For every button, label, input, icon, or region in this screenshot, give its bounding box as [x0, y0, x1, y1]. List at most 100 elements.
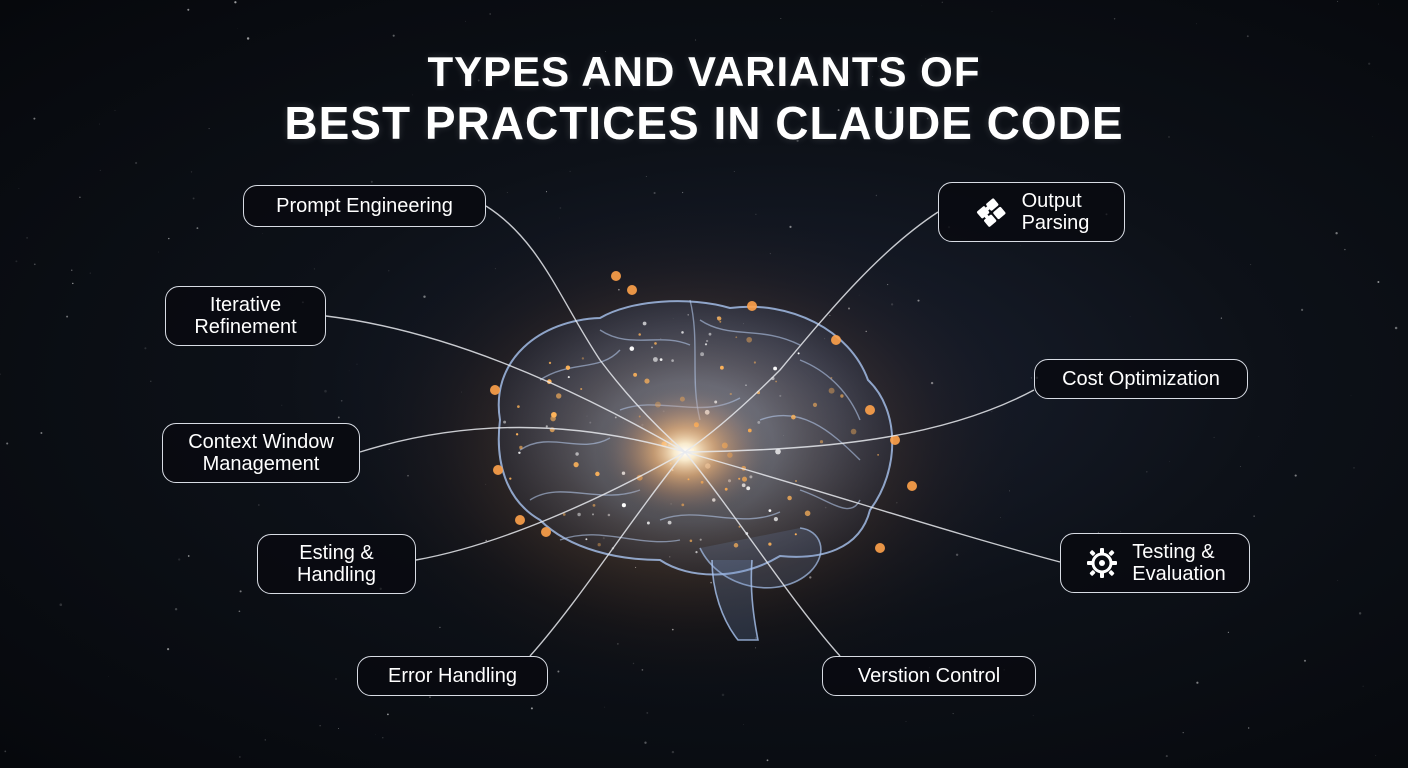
- node-label: Context Window Management: [188, 431, 334, 475]
- star: [875, 194, 878, 197]
- star: [33, 263, 36, 266]
- star: [1335, 232, 1338, 235]
- connector-output-parsing: [684, 211, 939, 453]
- star: [618, 56, 622, 60]
- neuron-spark: [850, 428, 857, 435]
- neuron-spark: [567, 376, 570, 379]
- node-context-window-management[interactable]: Context Window Management: [162, 423, 360, 483]
- star: [190, 171, 193, 173]
- node-esting-handling[interactable]: Esting & Handling: [257, 534, 416, 594]
- star: [4, 750, 7, 753]
- node-verstion-control[interactable]: Verstion Control: [822, 656, 1036, 696]
- star: [238, 610, 241, 613]
- star: [650, 119, 653, 121]
- node-output-parsing[interactable]: Output Parsing: [938, 182, 1125, 242]
- star: [319, 725, 321, 727]
- neuron-spark: [667, 520, 672, 525]
- neuron-spark: [644, 378, 650, 384]
- star: [382, 737, 384, 739]
- glow-node: [515, 515, 525, 525]
- glow-node: [611, 271, 621, 281]
- star: [1371, 136, 1373, 137]
- star: [1031, 122, 1033, 124]
- star: [1213, 436, 1215, 438]
- node-prompt-engineering[interactable]: Prompt Engineering: [243, 185, 486, 227]
- connector-cost-optimization: [684, 389, 1035, 453]
- star: [796, 139, 799, 142]
- neuron-spark: [545, 425, 548, 428]
- glow-node: [890, 435, 900, 445]
- star: [33, 117, 36, 120]
- star: [1294, 474, 1297, 477]
- neuron-spark: [548, 361, 552, 365]
- neuron-spark: [653, 357, 658, 362]
- star: [264, 739, 266, 741]
- neuron-spark: [651, 346, 653, 349]
- star: [1112, 104, 1114, 106]
- star: [196, 227, 199, 230]
- node-error-handling[interactable]: Error Handling: [357, 656, 548, 696]
- neuron-spark: [828, 387, 835, 394]
- star: [89, 272, 91, 274]
- star: [1168, 136, 1170, 138]
- star: [281, 404, 283, 406]
- star: [1337, 0, 1339, 2]
- star: [167, 648, 170, 651]
- neuron-spark: [840, 394, 844, 398]
- star: [877, 65, 880, 67]
- neuron-spark: [689, 539, 693, 543]
- glow-node: [907, 481, 917, 491]
- neuron-spark: [642, 321, 647, 326]
- star: [506, 192, 508, 193]
- star: [1220, 317, 1223, 319]
- node-iterative-refinement[interactable]: Iterative Refinement: [165, 286, 326, 346]
- neuron-spark: [708, 332, 712, 336]
- node-label: Testing & Evaluation: [1132, 541, 1226, 585]
- star: [534, 68, 537, 71]
- star: [1377, 281, 1380, 283]
- neuron-spark: [797, 352, 800, 355]
- star: [945, 120, 947, 123]
- star: [991, 10, 993, 12]
- neuron-spark: [745, 384, 747, 387]
- neuron-spark: [877, 454, 879, 456]
- neuron-spark: [659, 358, 663, 361]
- glow-node: [875, 543, 885, 553]
- star: [1120, 531, 1122, 533]
- neuron-spark: [738, 525, 741, 528]
- neuron-spark: [517, 405, 520, 408]
- star: [192, 197, 195, 200]
- star: [1253, 515, 1255, 517]
- star: [671, 750, 675, 754]
- star: [392, 34, 395, 37]
- glow-node: [865, 405, 875, 415]
- connector-prompt-engineering: [485, 205, 686, 453]
- node-testing-evaluation[interactable]: Testing & Evaluation: [1060, 533, 1250, 593]
- neuron-spark: [633, 372, 638, 377]
- star: [99, 123, 100, 125]
- title-line-1: TYPES AND VARIANTS OF: [427, 48, 981, 95]
- star: [1358, 612, 1362, 615]
- node-label: Prompt Engineering: [276, 195, 453, 217]
- node-cost-optimization[interactable]: Cost Optimization: [1034, 359, 1248, 399]
- neuron-spark: [753, 361, 756, 364]
- star: [387, 713, 389, 716]
- star: [234, 1, 237, 4]
- star: [1258, 436, 1260, 437]
- connector-verstion-control: [684, 451, 841, 657]
- neuron-spark: [503, 420, 507, 424]
- brain-cerebellum: [699, 527, 822, 589]
- star: [178, 558, 181, 561]
- star: [695, 39, 697, 41]
- star: [1375, 755, 1377, 756]
- neuron-spark: [592, 513, 594, 516]
- neuron-spark: [735, 336, 738, 339]
- star: [59, 603, 63, 606]
- star: [313, 268, 315, 270]
- star: [530, 707, 533, 710]
- star: [1344, 248, 1346, 251]
- star: [1113, 18, 1116, 20]
- star: [1129, 316, 1131, 317]
- neuron-spark: [773, 517, 778, 522]
